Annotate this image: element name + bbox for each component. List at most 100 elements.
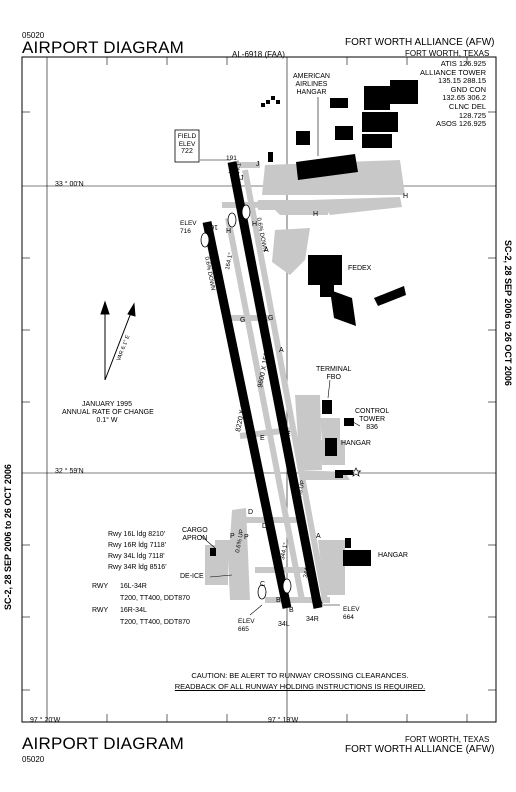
buildings: [210, 80, 418, 566]
elev-664-value: 664: [343, 613, 354, 621]
elev-665: ELEV 665: [238, 618, 255, 633]
rwy-34r-num: 34R: [306, 616, 319, 623]
footer-location: FORT WORTH, TEXAS: [405, 735, 490, 744]
svg-text:A: A: [316, 533, 321, 540]
grid-ticks: [22, 57, 496, 722]
hot-spots: [200, 204, 292, 600]
chart-title: AIRPORT DIAGRAM: [22, 38, 185, 57]
rwy-16r-hdg: 164.1°: [225, 252, 234, 271]
rwy-16l-hdg: 164.1°: [234, 160, 243, 179]
terminal-line1: TERMINAL: [316, 366, 352, 373]
beacon-icon: [350, 467, 362, 477]
field-elev-box: [174, 129, 200, 163]
rwy-info-16l: Rwy 16L ldg 8210': [108, 531, 166, 538]
terminal-fbo-label: TERMINAL FBO: [316, 366, 351, 382]
elev-664-label: ELEV: [343, 606, 360, 613]
rwy-hdg-191: 191: [226, 155, 237, 162]
slope-up-1: 0.6% UP: [296, 480, 306, 504]
magvar-line2: ANNUAL RATE OF CHANGE: [62, 409, 154, 416]
svg-text:H: H: [313, 211, 318, 218]
svg-text:P: P: [230, 533, 235, 540]
tower-line2: TOWER: [359, 416, 386, 423]
field-elev-value: 722: [181, 148, 193, 155]
svg-text:E: E: [286, 431, 291, 438]
rwy-34r-hdg: 344.1°: [303, 560, 312, 579]
hangar-mid-label: HANGAR: [341, 440, 371, 447]
south-hangar-apron: [318, 540, 345, 595]
field-elev-line2: ELEV: [178, 140, 196, 148]
runway-16r-34l: [202, 221, 292, 609]
fedex-apron: [272, 228, 310, 275]
rwy-info-16r: Rwy 16R ldg 7118': [108, 542, 167, 549]
terminal-apron: [295, 395, 322, 470]
rwy-strength-2-runway: 16R-34L: [120, 607, 147, 614]
mag-north-arrow: [104, 309, 133, 381]
svg-text:C: C: [312, 577, 317, 584]
rwy-strength-2-values: T200, TT400, DDT870: [120, 619, 190, 626]
svg-text:C: C: [260, 581, 265, 588]
rwy-16l-num: 16L: [228, 170, 240, 177]
freq-asos: ASOS 126.925: [435, 119, 486, 129]
svg-text:B: B: [289, 607, 294, 614]
field-elev: FIELD ELEV 722: [177, 133, 197, 156]
caution-line2: READBACK OF ALL RUNWAY HOLDING INSTRUCTI…: [174, 682, 426, 691]
freq-gnd-label: GND CON: [450, 84, 486, 94]
freq-tower-label: ALLIANCE TOWER: [420, 67, 486, 77]
runway-landing-info: Rwy 16L ldg 8210' Rwy 16R ldg 7118' Rwy …: [108, 529, 167, 573]
elev-664: ELEV 664: [343, 606, 360, 621]
mag-variation-note: JANUARY 1995 ANNUAL RATE OF CHANGE 0.1° …: [62, 401, 154, 425]
north-arrows: [100, 300, 136, 381]
freq-clnc-label: CLNC DEL: [448, 101, 486, 111]
field-elev-line1: FIELD: [177, 133, 197, 140]
terminal-building: [322, 400, 332, 414]
hangar-south-label: HANGAR: [378, 552, 408, 559]
svg-text:H: H: [226, 228, 231, 235]
diagram-frame: [21, 56, 497, 723]
elev-716-label: ELEV: [180, 220, 197, 227]
elev-665-label: ELEV: [238, 618, 255, 625]
runway-16l-34r: [227, 161, 323, 609]
rwy-strength-1-values: T200, TT400, DDT870: [120, 595, 190, 602]
american-hangar-label: AMERICAN AIRLINES HANGAR: [293, 73, 330, 97]
chart-id: AL-6918 (FAA): [232, 50, 285, 59]
svg-text:E: E: [260, 435, 265, 442]
svg-text:P: P: [244, 534, 249, 541]
american-line3: HANGAR: [296, 89, 327, 96]
footer-airport-name: FORT WORTH ALLIANCE (AFW): [345, 744, 495, 755]
rwy-strength-2-label: RWY: [92, 607, 109, 614]
caution-line1: CAUTION: BE ALERT TO RUNWAY CROSSING CLE…: [191, 671, 409, 680]
tower-line1: CONTROL: [355, 408, 390, 415]
american-line2: AIRLINES: [295, 81, 328, 88]
taxiway-labels: J J H H H H A A A A G G F E E D D D C C …: [226, 161, 408, 614]
cargo-line2: APRON: [182, 535, 208, 542]
procedure-number: 05020: [22, 31, 45, 40]
svg-text:A: A: [264, 247, 269, 254]
svg-text:H: H: [403, 193, 408, 200]
airport-name: FORT WORTH ALLIANCE (AFW): [345, 37, 495, 48]
svg-text:J: J: [256, 161, 260, 168]
svg-text:A: A: [318, 599, 323, 606]
cargo-apron: [215, 508, 250, 600]
rwy-16r-num: 16R: [205, 223, 218, 230]
leader-lines: [199, 97, 361, 616]
lat-north-label: 33 ° 00'N: [55, 181, 84, 188]
freq-gnd: 132.65 306.2: [442, 93, 486, 103]
fedex-building: [308, 255, 342, 285]
svg-text:G: G: [240, 317, 245, 324]
footer-title: AIRPORT DIAGRAM: [22, 734, 185, 753]
rwy-info-34r: Rwy 34R ldg 8516': [108, 564, 167, 571]
lon-west-label: 97 ° 20'W: [30, 717, 61, 724]
airport-location: FORT WORTH, TEXAS: [405, 49, 490, 58]
svg-text:J: J: [240, 175, 244, 182]
american-hangar-building: [296, 154, 358, 180]
taxiway-d: [225, 217, 305, 601]
south-hangar-building: [343, 550, 371, 566]
svg-text:F: F: [274, 377, 278, 384]
terminal-line2: FBO: [326, 374, 341, 381]
fedex-label: FEDEX: [348, 265, 372, 272]
svg-text:D: D: [248, 509, 253, 516]
taxiway-a: [242, 169, 328, 601]
rwy-34l-num: 34L: [278, 621, 290, 628]
building-1: [364, 86, 390, 110]
